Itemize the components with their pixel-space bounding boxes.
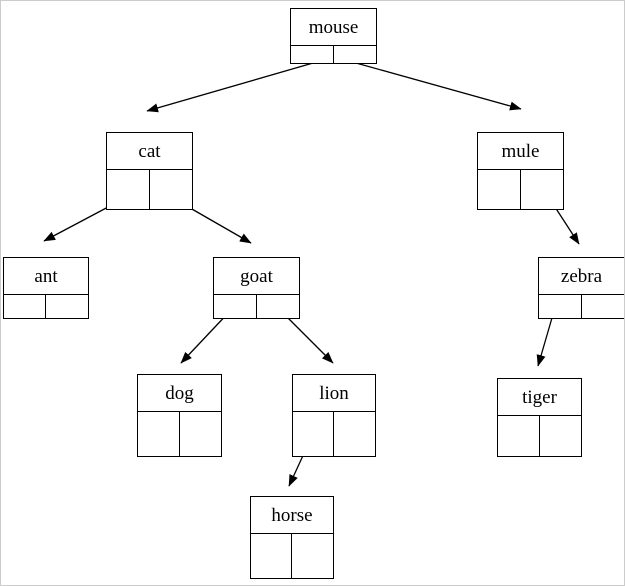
tree-node-label: goat xyxy=(214,258,299,295)
tree-node-label: lion xyxy=(293,375,375,412)
tree-node-horse[interactable]: horse xyxy=(250,496,334,579)
tree-node-cat[interactable]: cat xyxy=(106,132,193,210)
tree-node-goat[interactable]: goat xyxy=(213,257,300,319)
tree-edge-mouse-to-cat xyxy=(146,62,314,113)
left-pointer-cell[interactable] xyxy=(291,46,334,63)
tree-node-pointer-cells xyxy=(251,534,333,578)
tree-node-mouse[interactable]: mouse xyxy=(290,8,377,64)
tree-node-label: cat xyxy=(107,133,192,170)
tree-node-pointer-cells xyxy=(291,46,376,63)
tree-node-pointer-cells xyxy=(4,295,88,318)
tree-node-pointer-cells xyxy=(498,416,581,456)
right-pointer-cell[interactable] xyxy=(521,170,564,209)
left-pointer-cell[interactable] xyxy=(4,295,46,318)
tree-node-label: horse xyxy=(251,497,333,534)
tree-node-zebra[interactable]: zebra xyxy=(538,257,624,319)
tree-node-dog[interactable]: dog xyxy=(137,374,222,457)
tree-node-ant[interactable]: ant xyxy=(3,257,89,319)
right-pointer-cell[interactable] xyxy=(334,46,377,63)
left-pointer-cell[interactable] xyxy=(539,295,582,318)
right-pointer-cell[interactable] xyxy=(334,412,375,456)
right-pointer-cell[interactable] xyxy=(180,412,222,456)
right-pointer-cell[interactable] xyxy=(150,170,193,209)
tree-edge-mouse-to-mule xyxy=(355,62,522,111)
right-pointer-cell[interactable] xyxy=(292,534,333,578)
tree-node-label: mule xyxy=(478,133,563,170)
tree-node-label: tiger xyxy=(498,379,581,416)
right-pointer-cell[interactable] xyxy=(540,416,582,456)
left-pointer-cell[interactable] xyxy=(138,412,180,456)
tree-node-pointer-cells xyxy=(107,170,192,209)
right-pointer-cell[interactable] xyxy=(46,295,88,318)
tree-node-pointer-cells xyxy=(478,170,563,209)
tree-node-pointer-cells xyxy=(539,295,624,318)
tree-node-label: zebra xyxy=(539,258,624,295)
tree-node-label: dog xyxy=(138,375,221,412)
tree-node-mule[interactable]: mule xyxy=(477,132,564,210)
tree-edge-zebra-to-tiger xyxy=(536,310,555,367)
tree-node-pointer-cells xyxy=(293,412,375,456)
left-pointer-cell[interactable] xyxy=(107,170,150,209)
tree-node-lion[interactable]: lion xyxy=(292,374,376,457)
left-pointer-cell[interactable] xyxy=(251,534,292,578)
tree-node-label: ant xyxy=(4,258,88,295)
left-pointer-cell[interactable] xyxy=(293,412,334,456)
tree-node-label: mouse xyxy=(291,9,376,46)
left-pointer-cell[interactable] xyxy=(478,170,521,209)
right-pointer-cell[interactable] xyxy=(257,295,300,318)
tree-node-tiger[interactable]: tiger xyxy=(497,378,582,457)
left-pointer-cell[interactable] xyxy=(498,416,540,456)
right-pointer-cell[interactable] xyxy=(582,295,625,318)
tree-node-pointer-cells xyxy=(214,295,299,318)
tree-node-pointer-cells xyxy=(138,412,221,456)
left-pointer-cell[interactable] xyxy=(214,295,257,318)
